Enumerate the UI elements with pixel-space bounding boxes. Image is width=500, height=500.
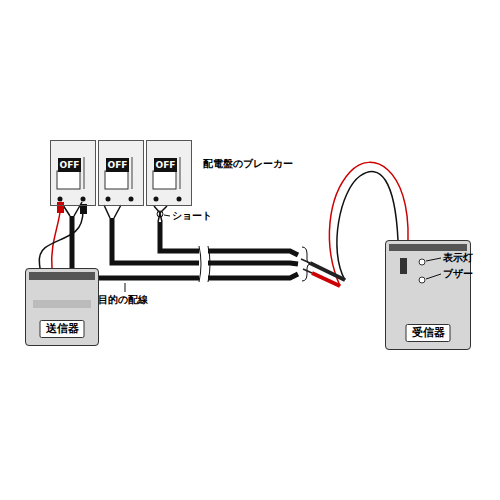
conductor: [61, 202, 82, 216]
receiver-strip: [389, 244, 467, 251]
terminal: [129, 197, 134, 202]
break-line: [199, 246, 210, 282]
leader-line: [426, 258, 441, 261]
receiver-body: [385, 240, 471, 350]
breaker-panel: [50, 140, 192, 206]
break-mark: [199, 245, 210, 283]
transmitter-strip: [29, 272, 95, 280]
breaker-toggle-label: OFF: [154, 158, 177, 172]
breaker: OFF: [146, 140, 192, 206]
cable: [160, 222, 298, 255]
breaker-toggle: [105, 171, 128, 189]
part-label: ブザー: [443, 267, 473, 280]
toggle-shadow: [131, 157, 133, 189]
terminal: [177, 197, 182, 202]
receiver-box: 受信器: [385, 240, 471, 350]
device-name: 受信器: [406, 324, 451, 342]
probe-tip: [301, 259, 310, 263]
toggle-shadow: [83, 157, 85, 189]
leader-line: [125, 283, 126, 292]
part-label: 目的の配線: [98, 293, 148, 306]
red-lead: [329, 162, 408, 286]
breaker-toggle: [57, 171, 80, 189]
breaker: OFF: [50, 140, 96, 206]
part-label: 表示灯: [443, 251, 473, 264]
transmitter-body: [25, 268, 99, 346]
red-probe: [312, 273, 340, 286]
breaker-toggle-label: OFF: [106, 158, 129, 172]
breaker-toggle-label: OFF: [58, 158, 81, 172]
shorted-conductor: [154, 206, 167, 222]
terminal: [58, 197, 63, 202]
transmitter: [25, 202, 99, 346]
breaker-body: [146, 140, 192, 206]
transmitter-panel: [33, 300, 91, 308]
switch: [400, 258, 407, 274]
transmitter-box: 送信器: [25, 268, 99, 346]
breaker: OFF: [98, 140, 144, 206]
cables: [61, 202, 298, 278]
leader-line: [426, 274, 441, 279]
short-point: [157, 211, 163, 217]
buzzer: [419, 277, 425, 283]
conductor: [104, 205, 121, 218]
callout-label: ショート: [172, 209, 212, 222]
black-lead: [39, 206, 83, 268]
red-clip: [57, 202, 64, 213]
leader-line: [164, 215, 170, 216]
indicator-lamp: [419, 259, 425, 265]
terminal: [154, 197, 159, 202]
part-label: 配電盤のブレーカー: [203, 157, 293, 170]
black-probe: [310, 263, 345, 280]
terminal: [106, 197, 111, 202]
device-name: 送信器: [40, 320, 85, 338]
toggle-shadow: [179, 157, 181, 189]
breaker-body: [98, 140, 144, 206]
receiver: [301, 162, 471, 350]
black-lead: [337, 172, 398, 280]
breaker-body: [50, 140, 96, 206]
terminal: [81, 197, 86, 202]
breaker-toggle: [153, 171, 176, 189]
target-cable: [72, 216, 298, 278]
probe-tip: [303, 269, 312, 273]
